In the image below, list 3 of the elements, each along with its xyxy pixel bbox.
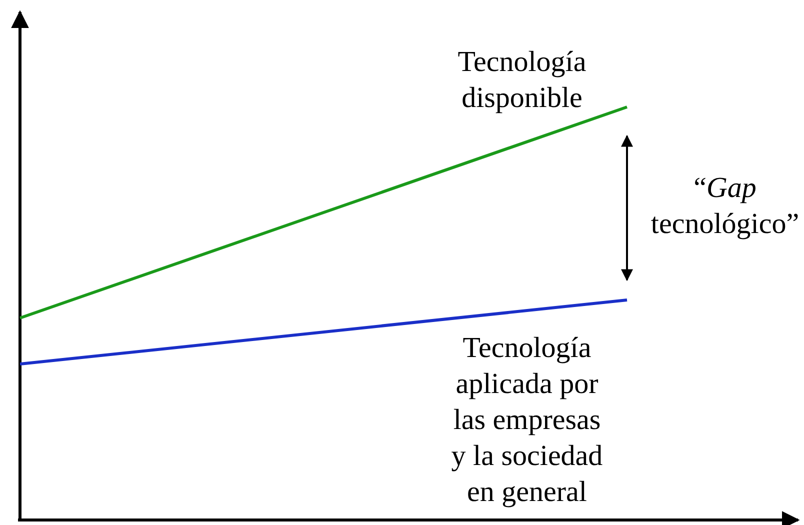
- line-label: Tecnología disponible: [456, 45, 588, 116]
- gap-label: “Gap tecnológico”: [650, 171, 800, 242]
- line-label: Tecnología aplicada por las empresas y la sociedad en general: [450, 331, 604, 510]
